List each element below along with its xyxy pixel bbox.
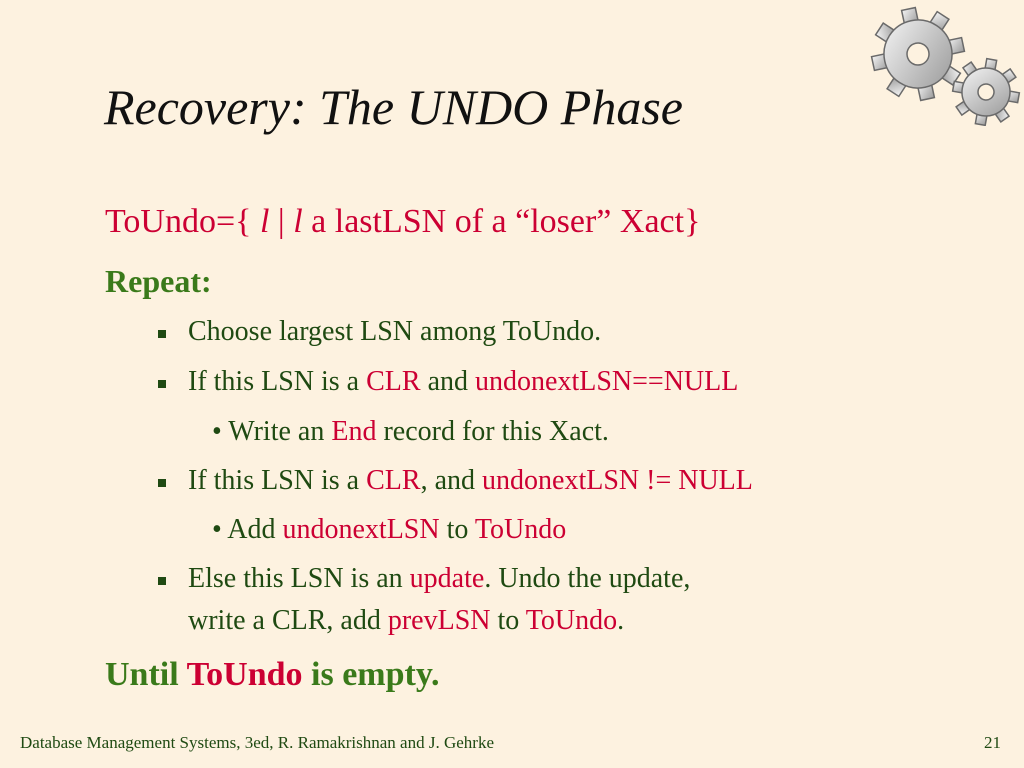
undonext-null-term: undonextLSN==NULL	[475, 366, 739, 397]
until-line: Until ToUndo is empty.	[105, 656, 439, 694]
repeat-label: Repeat:	[105, 263, 212, 299]
slide-title: Recovery: The UNDO Phase	[104, 79, 683, 135]
bullet-else-update: Else this LSN is an update. Undo the upd…	[188, 563, 690, 595]
prevlsn-term: prevLSN	[387, 605, 491, 636]
bullet-square-icon	[158, 330, 166, 338]
bullet-text: and	[420, 366, 476, 397]
toundo-var1: l	[259, 203, 270, 240]
bullet-text: .	[617, 605, 625, 636]
bullet-if-clr-null: If this LSN is a CLR and undonextLSN==NU…	[188, 366, 738, 398]
bullet-else-update-cont: write a CLR, add prevLSN to ToUndo.	[188, 605, 624, 637]
footer-citation: Database Management Systems, 3ed, R. Ram…	[20, 733, 494, 752]
until-prefix: Until	[105, 656, 187, 693]
bullet-square-icon	[158, 479, 166, 487]
bullet-text: • Add	[212, 514, 283, 545]
bullet-square-icon	[158, 577, 166, 585]
bullet-text: Else this LSN is an	[188, 563, 410, 594]
toundo-term: ToUndo	[474, 514, 567, 545]
bullet-choose-largest: Choose largest LSN among ToUndo.	[188, 316, 602, 347]
clr-term: CLR	[366, 465, 421, 496]
undonext-term: undonextLSN	[282, 514, 440, 545]
bullet-text: , and	[420, 465, 483, 496]
update-term: update	[409, 563, 485, 594]
clr-term: CLR	[366, 366, 421, 397]
bullet-square-icon	[158, 380, 166, 388]
bullet-text: If this LSN is a	[188, 366, 367, 397]
page-number: 21	[984, 733, 1001, 752]
bullet-text: If this LSN is a	[188, 465, 367, 496]
bullet-text: record for this Xact.	[376, 416, 609, 447]
toundo-sep: |	[269, 203, 294, 240]
bullet-text: . Undo the update,	[484, 563, 691, 594]
until-suffix: is empty.	[302, 656, 440, 693]
bullet-text: • Write an	[212, 416, 332, 447]
bullet-if-clr-notnull: If this LSN is a CLR, and undonextLSN !=…	[188, 465, 753, 497]
end-term: End	[331, 416, 377, 447]
until-toundo: ToUndo	[186, 656, 303, 693]
toundo-term: ToUndo	[525, 605, 618, 636]
bullet-text: write a CLR, add	[188, 605, 388, 636]
undonext-notnull-term: undonextLSN != NULL	[482, 465, 753, 496]
toundo-prefix: ToUndo={	[105, 203, 260, 240]
bullet-text: to	[490, 605, 526, 636]
toundo-definition: ToUndo={ l | l a lastLSN of a “loser” Xa…	[105, 203, 700, 241]
toundo-suffix: a lastLSN of a “loser” Xact}	[302, 203, 701, 240]
gears-icon	[870, 6, 1021, 126]
subbullet-add-undonext: • Add undonextLSN to ToUndo	[212, 514, 566, 546]
bullet-text: to	[439, 514, 475, 545]
toundo-var2: l	[293, 203, 303, 240]
subbullet-write-end: • Write an End record for this Xact.	[212, 416, 609, 448]
